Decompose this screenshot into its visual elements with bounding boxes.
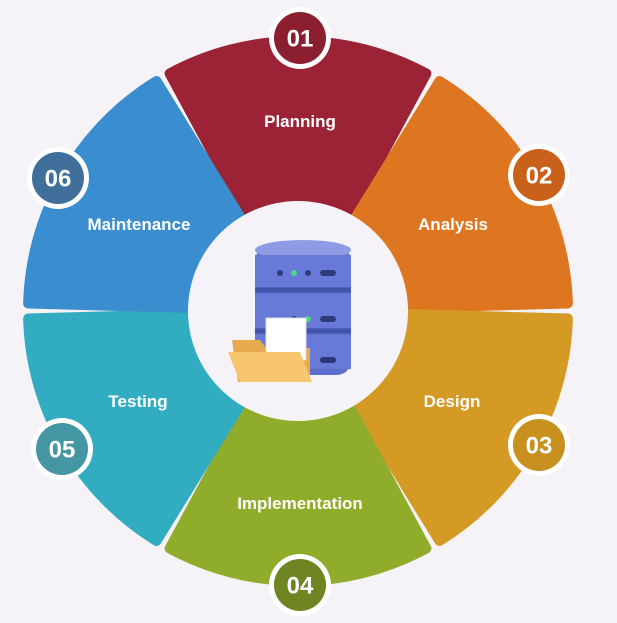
label-implementation: Implementation bbox=[237, 494, 363, 513]
label-testing: Testing bbox=[108, 392, 167, 411]
number-badge-02: 02 bbox=[508, 144, 570, 206]
number-06: 06 bbox=[45, 166, 72, 193]
number-02: 02 bbox=[526, 163, 553, 190]
number-03: 03 bbox=[526, 433, 553, 460]
label-design: Design bbox=[424, 392, 481, 411]
number-badge-06: 06 bbox=[27, 147, 89, 209]
number-badge-05: 05 bbox=[31, 418, 93, 480]
number-badge-04: 04 bbox=[269, 554, 331, 616]
badges-layer: 01 02 03 04 05 bbox=[27, 7, 570, 616]
segments-layer bbox=[23, 36, 573, 586]
label-analysis: Analysis bbox=[418, 215, 488, 234]
number-badge-03: 03 bbox=[508, 414, 570, 476]
labels-layer: Planning Analysis Design Implementation … bbox=[88, 112, 488, 513]
number-04: 04 bbox=[287, 573, 314, 600]
label-maintenance: Maintenance bbox=[88, 215, 191, 234]
label-planning: Planning bbox=[264, 112, 336, 131]
number-05: 05 bbox=[49, 437, 76, 464]
database-folder-icon bbox=[228, 240, 351, 382]
number-badge-01: 01 bbox=[269, 7, 331, 69]
number-01: 01 bbox=[287, 26, 314, 53]
